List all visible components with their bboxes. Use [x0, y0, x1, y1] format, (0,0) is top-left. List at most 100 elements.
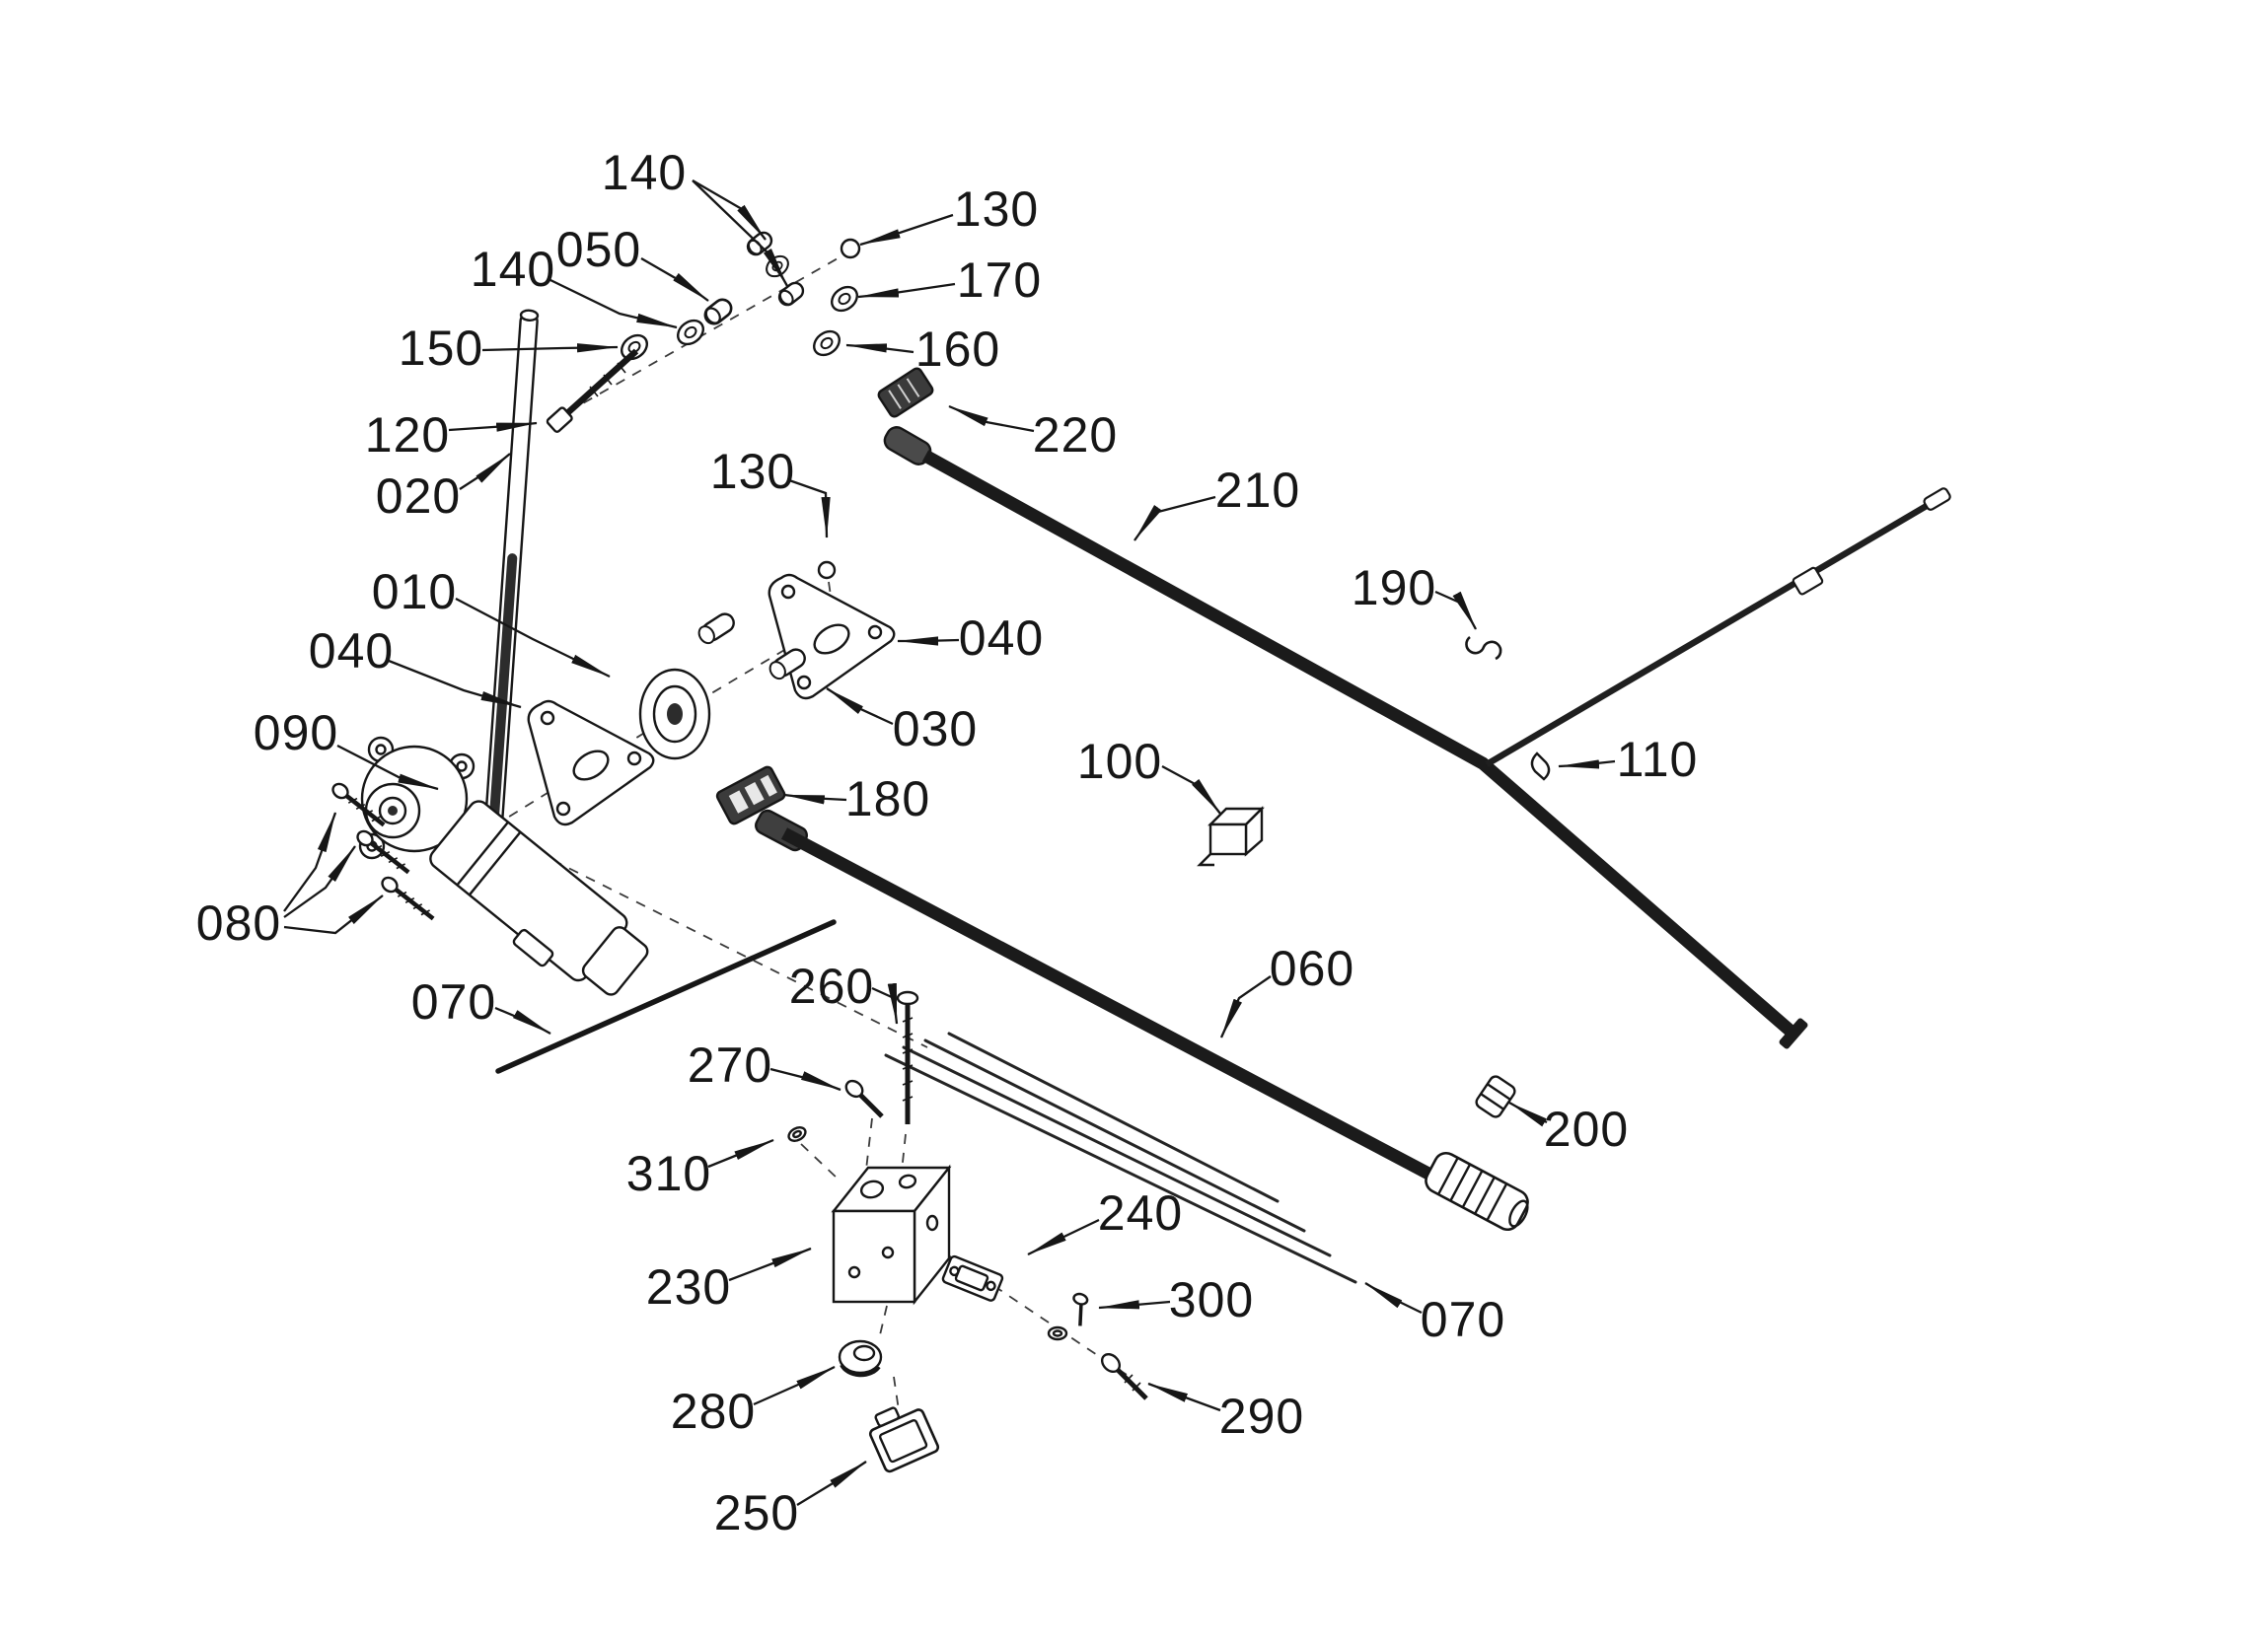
part-label-group-p150: 150	[399, 321, 619, 376]
leader-arrow	[783, 793, 847, 805]
triangular-bracket-lower	[527, 699, 655, 826]
leader-arrow	[448, 421, 538, 432]
part-number-p270: 270	[688, 1038, 772, 1093]
triangular-bracket-upper	[768, 573, 896, 700]
leader-arrow	[753, 1365, 836, 1406]
leader-arrow	[283, 845, 356, 918]
leader-arrow	[859, 213, 954, 247]
part-number-p280: 280	[671, 1384, 756, 1439]
leader-arrow	[1134, 495, 1216, 541]
small-nut-310	[787, 1126, 807, 1142]
cable-tip-fitting	[1923, 487, 1951, 511]
leader-arrow	[692, 179, 789, 287]
part-number-p030: 030	[893, 701, 978, 756]
part-label-group-p120: 120	[365, 407, 538, 463]
part-number-p180: 180	[845, 771, 930, 826]
leader-arrow	[845, 343, 915, 354]
leader-arrow	[549, 278, 678, 329]
leader-arrow	[640, 257, 709, 302]
part-label-group-p100: 100	[1077, 734, 1221, 815]
bolt-270	[844, 1079, 884, 1118]
leader-arrow	[871, 982, 899, 1025]
grommet-280	[838, 1339, 883, 1378]
washer-160	[808, 324, 845, 362]
thin-rod-bundle	[884, 1032, 1357, 1284]
bushing-pin	[697, 612, 735, 645]
leader-arrow	[1027, 1218, 1100, 1256]
part-label-group-p170: 170	[857, 252, 1041, 308]
part-number-p210: 210	[1215, 463, 1300, 518]
cable-clip-190	[1465, 635, 1502, 661]
long-screw-260	[896, 990, 919, 1124]
cable-connector-220	[877, 367, 934, 418]
leader-arrow	[1434, 590, 1478, 630]
part-number-p260: 260	[789, 959, 874, 1014]
junction-block	[831, 1164, 952, 1306]
leader-arrow	[826, 687, 894, 726]
drive-cable-upper	[921, 450, 1798, 1038]
leader-arrow	[1364, 1282, 1423, 1315]
part-number-p100: 100	[1077, 734, 1162, 789]
leader-arrow	[707, 1138, 774, 1169]
part-number-p040b: 040	[309, 623, 394, 679]
leader-arrow	[388, 659, 522, 709]
spacer-sleeve-140b	[774, 278, 808, 310]
leader-arrow	[455, 597, 611, 679]
leader-arrow	[897, 636, 960, 646]
part-number-p160: 160	[915, 322, 1000, 377]
part-label-group-p230: 230	[646, 1247, 812, 1315]
leader-arrow	[1161, 764, 1221, 815]
part-number-p050: 050	[556, 222, 641, 277]
leader-arrow	[1558, 759, 1616, 769]
cable-clip-110	[1530, 751, 1551, 781]
part-label-group-p080: 080	[196, 812, 384, 951]
leader-arrow	[1098, 1300, 1171, 1310]
part-number-p040a: 040	[959, 610, 1044, 666]
part-label-group-p070a: 070	[411, 974, 551, 1036]
part-label-group-p090: 090	[254, 705, 439, 791]
leader-arrow	[283, 895, 384, 935]
guide-rod	[482, 309, 540, 846]
part-number-p220: 220	[1033, 407, 1118, 463]
part-label-group-p310: 310	[626, 1138, 774, 1201]
drive-cable-lower	[780, 827, 1432, 1180]
leader-arrow	[692, 179, 767, 241]
part-label-group-p070b: 070	[1364, 1282, 1504, 1347]
part-number-p060: 060	[1270, 941, 1354, 996]
part-label-group-p290: 290	[1147, 1382, 1303, 1444]
leader-arrow	[494, 1006, 551, 1036]
washer-150	[616, 328, 653, 366]
part-label-group-p010: 010	[372, 564, 611, 679]
leader-arrow	[1508, 1102, 1548, 1127]
micro-switch-250	[868, 1406, 940, 1473]
part-number-p080: 080	[196, 895, 281, 951]
screw-300	[1047, 1292, 1089, 1341]
part-label-group-p140b: 140	[471, 242, 678, 329]
part-label-group-p130a: 130	[859, 181, 1038, 247]
part-label-group-p300: 300	[1098, 1272, 1254, 1327]
part-label-group-p280: 280	[671, 1365, 836, 1439]
part-number-p140a: 140	[602, 145, 687, 200]
part-label-group-p210: 210	[1134, 463, 1300, 541]
part-number-p010: 010	[372, 564, 457, 619]
part-number-p300: 300	[1169, 1272, 1254, 1327]
part-number-p070a: 070	[411, 974, 496, 1030]
leader-arrow	[796, 1461, 867, 1506]
cable-end-cap	[1779, 1018, 1808, 1049]
drive-cable-thin-branch	[1485, 497, 1939, 767]
thin-push-rod	[495, 919, 837, 1074]
bolt-290	[1100, 1352, 1148, 1400]
motor-screw	[380, 875, 437, 924]
cable-end-ribbed-barrel	[1425, 1151, 1529, 1232]
leader-arrow	[788, 478, 831, 538]
part-label-group-p110: 110	[1558, 732, 1697, 787]
part-label-group-p140a: 140	[602, 145, 789, 287]
part-label-group-p060: 060	[1219, 941, 1354, 1038]
part-label-group-p180: 180	[783, 771, 930, 826]
connector-cube	[1197, 806, 1265, 867]
part-label-group-p250: 250	[714, 1461, 867, 1540]
cable-cap-nut	[1475, 1075, 1516, 1118]
leader-arrow	[481, 343, 619, 353]
